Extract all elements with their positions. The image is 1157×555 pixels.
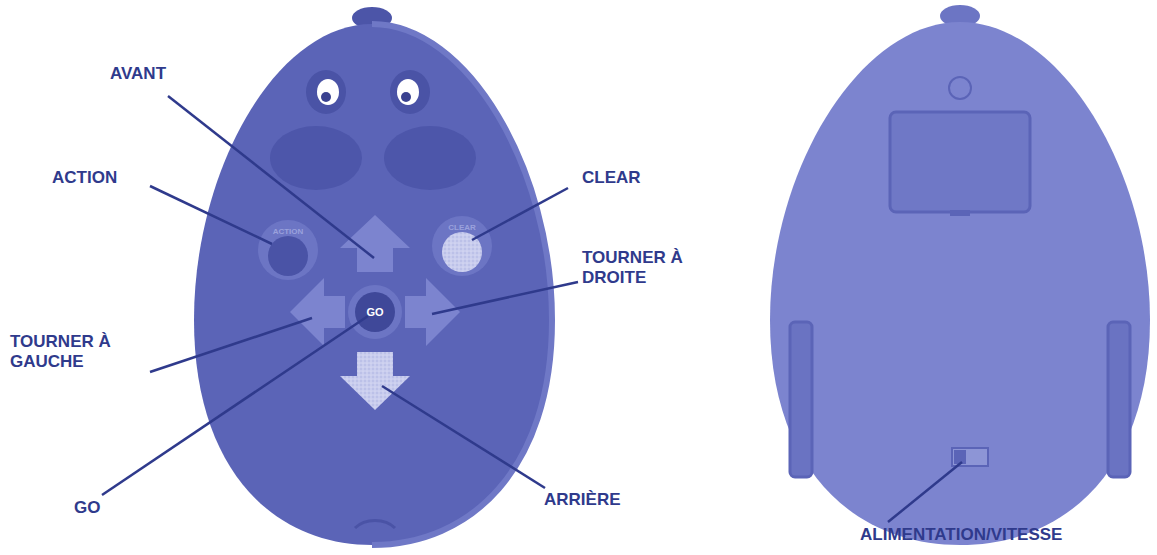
back-view [770,5,1150,545]
button-print: ACTION [273,227,304,236]
callout-label: ARRIÈRE [544,490,621,510]
leader-line [382,386,545,488]
wheel [1108,322,1130,477]
go-ring [348,285,402,339]
callout-label: GO [74,498,100,518]
callout-label: AVANT [110,64,166,84]
callout-label: ACTION [52,168,117,188]
ear [384,126,476,190]
front-view [194,7,552,545]
leader-line [472,188,568,240]
mouse-underside [770,22,1150,545]
battery-cover [890,112,1030,212]
switch-knob [954,450,966,464]
button-print: GO [366,306,383,319]
leader-line [432,282,578,314]
leader-line [888,462,962,522]
eye [390,70,430,114]
wheel [790,322,812,477]
leader-lines [102,96,962,522]
clear-ring [432,216,492,276]
cover-latch [950,210,970,216]
action-ring [258,220,318,280]
leader-line [150,318,312,372]
leader-line [150,186,272,244]
go-button [355,292,395,332]
backward-button [340,352,410,410]
callout-label: TOURNER À GAUCHE [10,332,150,371]
action-button [268,236,308,276]
callout-label: ALIMENTATION/VITESSE [860,525,1062,545]
power-switch [952,448,988,466]
body-shade [372,24,552,545]
eye [306,70,346,114]
pupil [401,92,411,102]
screw-hole [949,77,971,99]
pupil [321,92,331,102]
forward-button [340,215,410,272]
eye-white [317,79,339,105]
callout-label: CLEAR [582,168,641,188]
leader-line [102,316,368,495]
leader-line [168,96,374,258]
turn-right-button [405,278,460,346]
button-print: CLEAR [448,223,476,232]
ear [270,126,362,190]
callout-label: TOURNER À DROITE [582,248,712,287]
eye-white [397,79,419,105]
mouse-body [194,24,552,545]
tail-mark [355,521,395,529]
